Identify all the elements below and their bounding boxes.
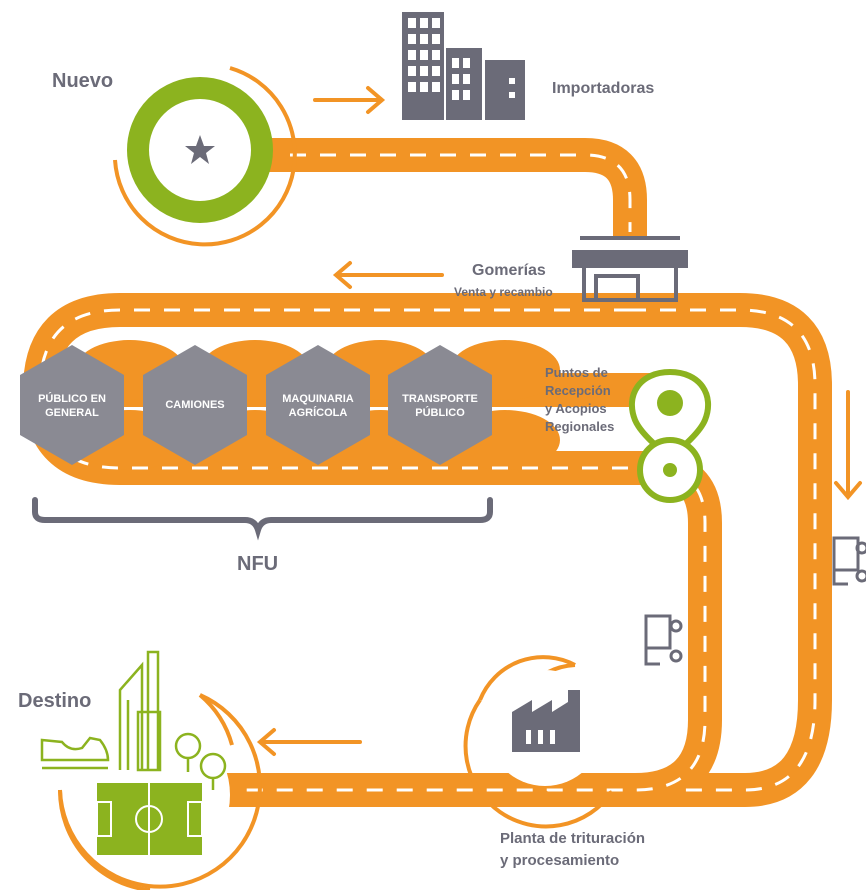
soccer-field-icon bbox=[96, 783, 203, 855]
truck-icon bbox=[832, 536, 866, 586]
category-hexagons bbox=[20, 345, 492, 465]
road-dashes bbox=[38, 153, 817, 792]
venta-label: Venta y recambio bbox=[454, 285, 553, 299]
importadoras-label: Importadoras bbox=[552, 80, 655, 97]
hexagon-transporte bbox=[388, 345, 492, 465]
hexagon-publico-general bbox=[20, 345, 124, 465]
destino-label: Destino bbox=[18, 690, 92, 712]
tree-icon bbox=[174, 732, 227, 790]
factory-icon bbox=[512, 690, 580, 752]
shoe-icon bbox=[40, 736, 110, 770]
hexagon-maquinaria bbox=[266, 345, 370, 465]
truck-icon bbox=[644, 614, 683, 666]
hexagon-label-camiones: CAMIONES bbox=[165, 399, 225, 411]
arrow-icon bbox=[313, 86, 386, 114]
star-icon bbox=[185, 135, 215, 164]
arrow-icon bbox=[834, 390, 862, 501]
arrow-icon bbox=[256, 728, 362, 756]
destino-node bbox=[40, 650, 262, 890]
store-icon bbox=[572, 236, 688, 302]
puntos-label: Puntos de Recepción y Acopios Regionales bbox=[545, 365, 615, 434]
buildings-icon bbox=[402, 12, 525, 120]
factory-node bbox=[463, 655, 614, 829]
nuevo-label: Nuevo bbox=[52, 70, 114, 92]
tower-icon bbox=[118, 650, 162, 772]
nfu-bracket bbox=[32, 497, 493, 541]
hexagon-camiones bbox=[143, 345, 247, 465]
location-pin-icon bbox=[628, 368, 712, 503]
nuevo-node bbox=[113, 66, 297, 247]
planta-label: Planta de trituración y procesamiento bbox=[500, 830, 646, 869]
gomerias-label: Gomerías bbox=[472, 262, 546, 279]
arrow-icon bbox=[332, 261, 444, 289]
nfu-label: NFU bbox=[237, 553, 279, 575]
